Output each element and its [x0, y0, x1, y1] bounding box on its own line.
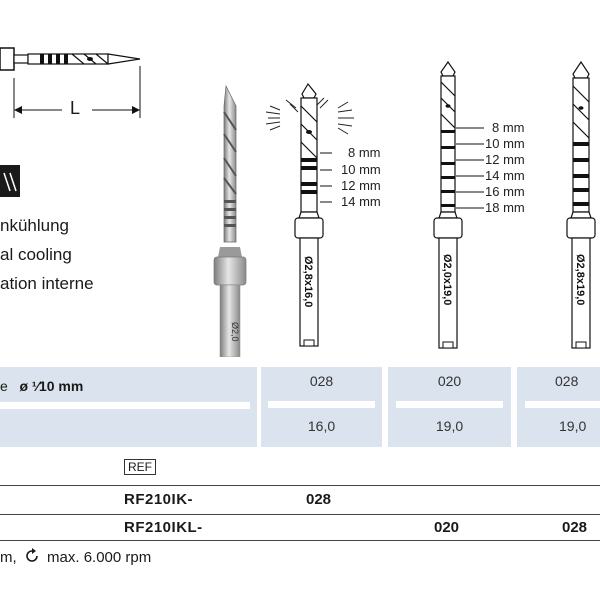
ref-code-row-2: RF210IKL- [124, 519, 203, 536]
photo-drill-etching: Ø2,0 [230, 322, 240, 342]
depth-mark-right-14: 14 mm [485, 168, 525, 183]
drill-dimension-drawing [0, 47, 141, 118]
size-col-3-divider [525, 401, 600, 408]
drill-1-drawing: Ø2,8x16,0 [265, 82, 354, 347]
ref-row-1-col-1: 028 [306, 491, 332, 508]
internal-cooling-icon [0, 165, 20, 197]
depth-mark-right-10: 10 mm [485, 136, 525, 151]
cooling-text-en: al cooling [0, 245, 72, 264]
ref-code-row-1: RF210IK- [124, 491, 194, 508]
size-col-3-length: 19,0 [559, 418, 587, 434]
size-col-2-length: 19,0 [435, 418, 464, 434]
size-row-label-unit: ø ¹⁄10 mm [19, 378, 84, 394]
depth-mark-right-16: 16 mm [485, 184, 525, 199]
depth-mark-left-8: 8 mm [348, 145, 381, 160]
drill-3-drawing: Ø2,8x19,0 [566, 60, 596, 349]
footer-prefix: m, [0, 549, 17, 566]
depth-mark-right-12: 12 mm [485, 152, 525, 167]
drill-photo: Ø2,0 [213, 84, 247, 357]
footer-note: m, max. 6.000 rpm [0, 548, 151, 566]
drill-2-leaders [456, 127, 484, 209]
size-col-1-length: 16,0 [307, 418, 336, 434]
ref-table-bottom-line [0, 540, 600, 541]
drill-3-size-label: Ø2,8x19,0 [574, 254, 586, 305]
rotation-icon [26, 548, 38, 562]
depth-mark-right-8: 8 mm [492, 120, 525, 135]
ref-table-top-line [0, 485, 600, 486]
dimension-label: L [70, 98, 81, 118]
depth-mark-right-18: 18 mm [485, 200, 525, 215]
size-table-label-divider [0, 402, 250, 409]
size-col-2-diameter: 020 [437, 373, 462, 389]
size-col-2-divider [396, 401, 503, 408]
depth-mark-left-10: 10 mm [341, 162, 381, 177]
drill-1-size-label: Ø2,8x16,0 [302, 256, 314, 307]
cooling-text-de: nkühlung [0, 216, 70, 235]
size-col-1-diameter: 028 [309, 373, 334, 389]
size-row-label-prefix: e [0, 378, 8, 394]
cooling-text-fr: ation interne [0, 274, 94, 293]
ref-row-2-col-2: 020 [434, 519, 460, 536]
size-table-row-label: e ø ¹⁄10 mm [0, 378, 83, 394]
size-col-3-diameter: 028 [555, 373, 579, 389]
depth-mark-left-12: 12 mm [341, 178, 381, 193]
depth-mark-left-14: 14 mm [341, 194, 381, 209]
ref-table-row-divider [0, 514, 600, 515]
footer-speed: max. 6.000 rpm [47, 549, 152, 566]
ref-row-2-col-3: 028 [562, 519, 588, 536]
drill-2-size-label: Ø2,0x19,0 [441, 254, 453, 305]
size-col-1-divider [268, 401, 375, 408]
ref-header: REF [124, 459, 156, 475]
drill-2-drawing: Ø2,0x19,0 [433, 60, 463, 349]
